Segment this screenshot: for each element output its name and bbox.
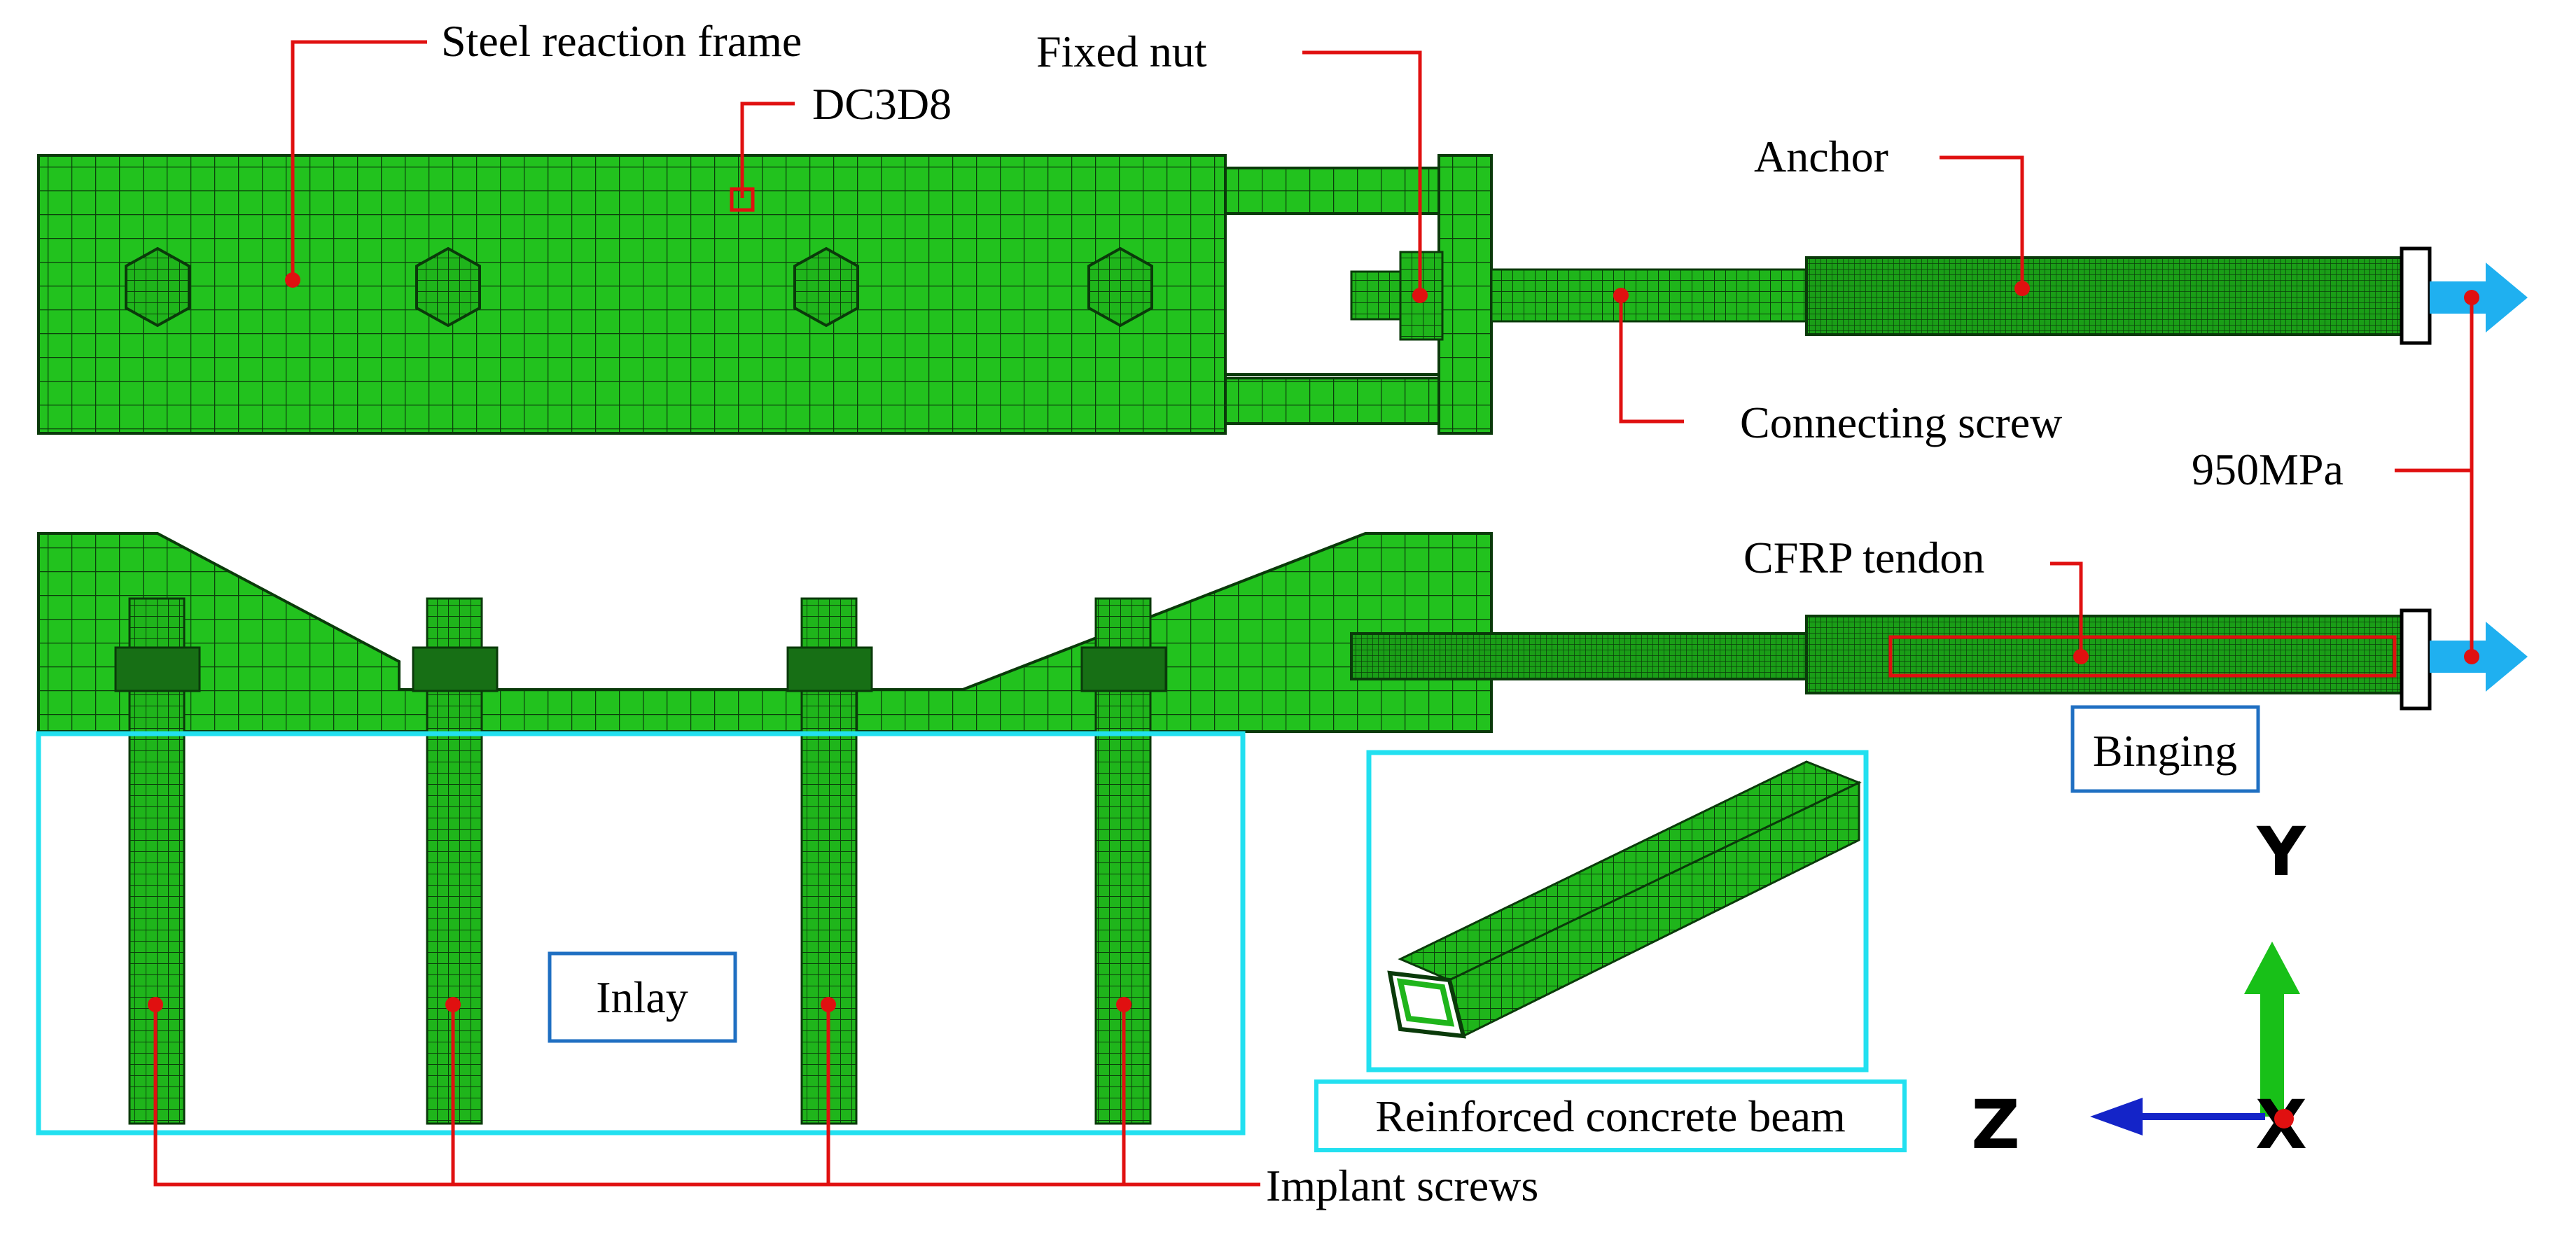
leader-dot-anchor xyxy=(2014,281,2030,296)
washer-1 xyxy=(114,646,201,692)
frame-arm-lower xyxy=(1224,377,1440,425)
label-cfrp-tendon: CFRP tendon xyxy=(1743,533,1984,582)
load-end-box-side xyxy=(2400,608,2432,711)
anchor-side xyxy=(1805,615,2403,694)
label-dc3d8: DC3D8 xyxy=(812,79,952,129)
steel-frame-side xyxy=(37,532,1493,733)
washer-2 xyxy=(412,646,499,692)
binging-label-box xyxy=(2070,705,2260,793)
steel-frame-top xyxy=(37,154,1227,435)
axis-triad: Y Z X xyxy=(1971,813,2307,1164)
dc3d8-element-marker xyxy=(730,187,755,212)
leader-dot-implant-2 xyxy=(445,997,461,1012)
inlay-label: Inlay xyxy=(596,972,688,1022)
leader-connecting-screw xyxy=(1619,295,1684,424)
top-view-model xyxy=(37,154,2528,435)
rc-beam-label-box xyxy=(1314,1079,1907,1152)
rc-beam-region-box xyxy=(1366,750,1869,1072)
bolt-head-3 xyxy=(793,246,859,328)
z-axis-arrow-icon xyxy=(2090,1098,2265,1135)
connecting-screw-top xyxy=(1490,268,1808,323)
rc-beam-label: Reinforced concrete beam xyxy=(1375,1091,1846,1141)
anchor-top xyxy=(1805,256,2403,336)
bolt-head-1 xyxy=(125,246,190,328)
binging-label: Binging xyxy=(2093,726,2237,776)
load-end-box-top xyxy=(2400,246,2432,345)
inlay-region-box xyxy=(36,731,1246,1135)
frame-arm-upper xyxy=(1224,167,1440,215)
x-axis-origin-icon xyxy=(2274,1109,2294,1128)
leader-cfrp-tendon xyxy=(2050,561,2083,657)
leader-implant-screws xyxy=(153,1005,1260,1187)
leader-dot-implant-1 xyxy=(148,997,163,1012)
leader-dot-steel-frame xyxy=(285,272,300,288)
leader-dot-cfrp-tendon xyxy=(2073,649,2089,664)
label-950mpa: 950MPa xyxy=(2192,445,2344,494)
leader-dot-connecting-screw xyxy=(1613,288,1629,303)
rc-beam-end-hollow xyxy=(1396,978,1455,1027)
inlay-label-box xyxy=(548,951,737,1043)
leader-dot-implant-3 xyxy=(821,997,836,1012)
y-axis-arrow-icon xyxy=(2244,942,2300,1117)
label-connecting-screw: Connecting screw xyxy=(1740,398,2062,447)
side-view-model xyxy=(37,532,2528,1125)
label-fixed-nut: Fixed nut xyxy=(1036,27,1207,76)
label-implant-screws: Implant screws xyxy=(1266,1161,1538,1210)
leader-dot-fixed-nut xyxy=(1412,288,1428,303)
leader-anchor xyxy=(1940,155,2024,288)
axis-z-label: Z xyxy=(1971,1086,2020,1164)
axis-y-label: Y xyxy=(2256,813,2306,891)
label-anchor: Anchor xyxy=(1754,132,1888,181)
rc-beam-model xyxy=(1387,760,1862,1039)
cfrp-tendon xyxy=(1888,635,2397,678)
end-plate-top xyxy=(1437,154,1493,435)
washer-4 xyxy=(1080,646,1167,692)
bolt-head-4 xyxy=(1087,246,1153,328)
leader-dot-950mpa-top xyxy=(2464,290,2479,305)
leader-fixed-nut xyxy=(1302,50,1422,295)
leader-steel-frame xyxy=(291,40,427,280)
leader-dot-950mpa-bottom xyxy=(2464,649,2479,664)
label-steel-reaction-frame: Steel reaction frame xyxy=(441,16,802,66)
leader-dot-implant-4 xyxy=(1116,997,1132,1012)
washer-3 xyxy=(786,646,873,692)
bolt-head-2 xyxy=(415,246,481,328)
leader-dc3d8 xyxy=(740,102,795,198)
